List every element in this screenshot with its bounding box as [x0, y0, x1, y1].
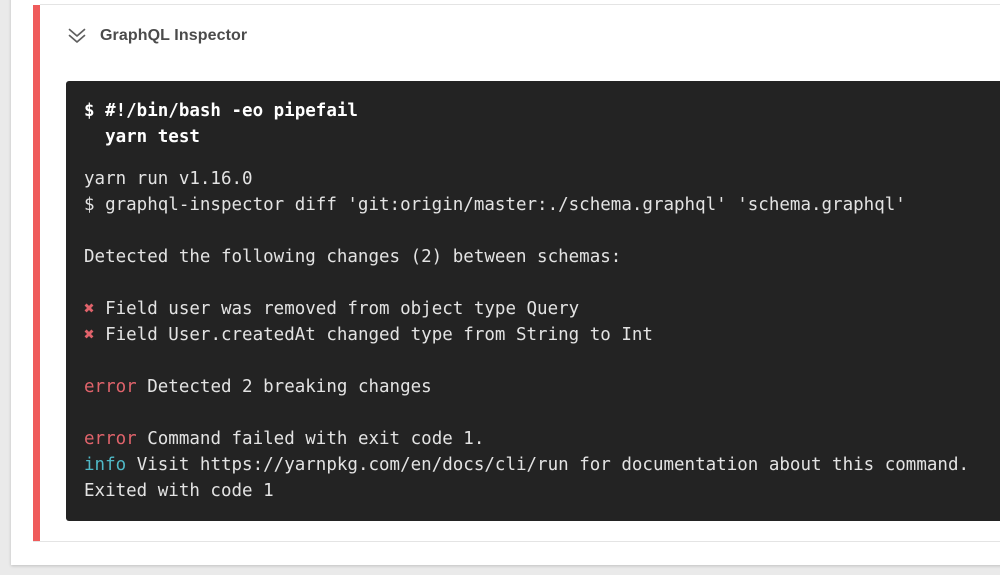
terminal-command-line: $ #!/bin/bash -eo pipefail [84, 101, 358, 121]
terminal-token-cyan: info [84, 455, 127, 475]
step-title: GraphQL Inspector [100, 27, 248, 44]
failure-accent-stripe [33, 5, 40, 541]
terminal-token-red: error [84, 429, 137, 449]
terminal-token: Visit https://yarnpkg.com/en/docs/cli/ru… [126, 455, 970, 475]
terminal-command-block: $ #!/bin/bash -eo pipefail yarn test [84, 98, 1000, 150]
build-step-card: GraphQL Inspector $ #!/bin/bash -eo pipe… [11, 0, 1000, 565]
terminal-token: Field user was removed from object type … [94, 299, 580, 319]
terminal-token-red: ✖ [84, 325, 95, 345]
terminal-line [84, 348, 1000, 374]
terminal-token: Detected 2 breaking changes [136, 377, 432, 397]
terminal-log-block: yarn run v1.16.0 $ graphql-inspector diff… [84, 166, 1000, 504]
terminal-line: error Command failed with exit code 1. [84, 426, 1000, 452]
terminal-token: yarn run v1.16.0 [84, 169, 253, 189]
terminal-line [84, 218, 1000, 244]
terminal-line: ✖ Field user was removed from object typ… [84, 296, 1000, 322]
step-header-toggle[interactable]: GraphQL Inspector [64, 22, 247, 50]
terminal-token: Command failed with exit code 1. [136, 429, 485, 449]
terminal-line: Exited with code 1 [84, 478, 1000, 504]
terminal-line: error Detected 2 breaking changes [84, 374, 1000, 400]
step-bottom-divider [33, 541, 1000, 542]
terminal-token: Detected the following changes (2) betwe… [84, 247, 622, 267]
terminal-line: Detected the following changes (2) betwe… [84, 244, 1000, 270]
terminal-line: ✖ Field User.createdAt changed type from… [84, 322, 1000, 348]
terminal-token: Field User.createdAt changed type from S… [94, 325, 653, 345]
terminal-line [84, 400, 1000, 426]
terminal-token-red: ✖ [84, 299, 95, 319]
terminal-token: $ graphql-inspector diff 'git:origin/mas… [84, 195, 906, 215]
terminal-line: info Visit https://yarnpkg.com/en/docs/c… [84, 452, 1000, 478]
terminal-line: yarn run v1.16.0 [84, 166, 1000, 192]
terminal-line: $ graphql-inspector diff 'git:origin/mas… [84, 192, 1000, 218]
step-top-divider [40, 4, 1000, 5]
terminal-line [84, 270, 1000, 296]
chevron-double-down-icon[interactable] [64, 25, 90, 47]
terminal-token-red: error [84, 377, 137, 397]
terminal-token: Exited with code 1 [84, 481, 274, 501]
terminal-output: $ #!/bin/bash -eo pipefail yarn test yar… [66, 81, 1000, 521]
terminal-command-line: yarn test [84, 127, 200, 147]
